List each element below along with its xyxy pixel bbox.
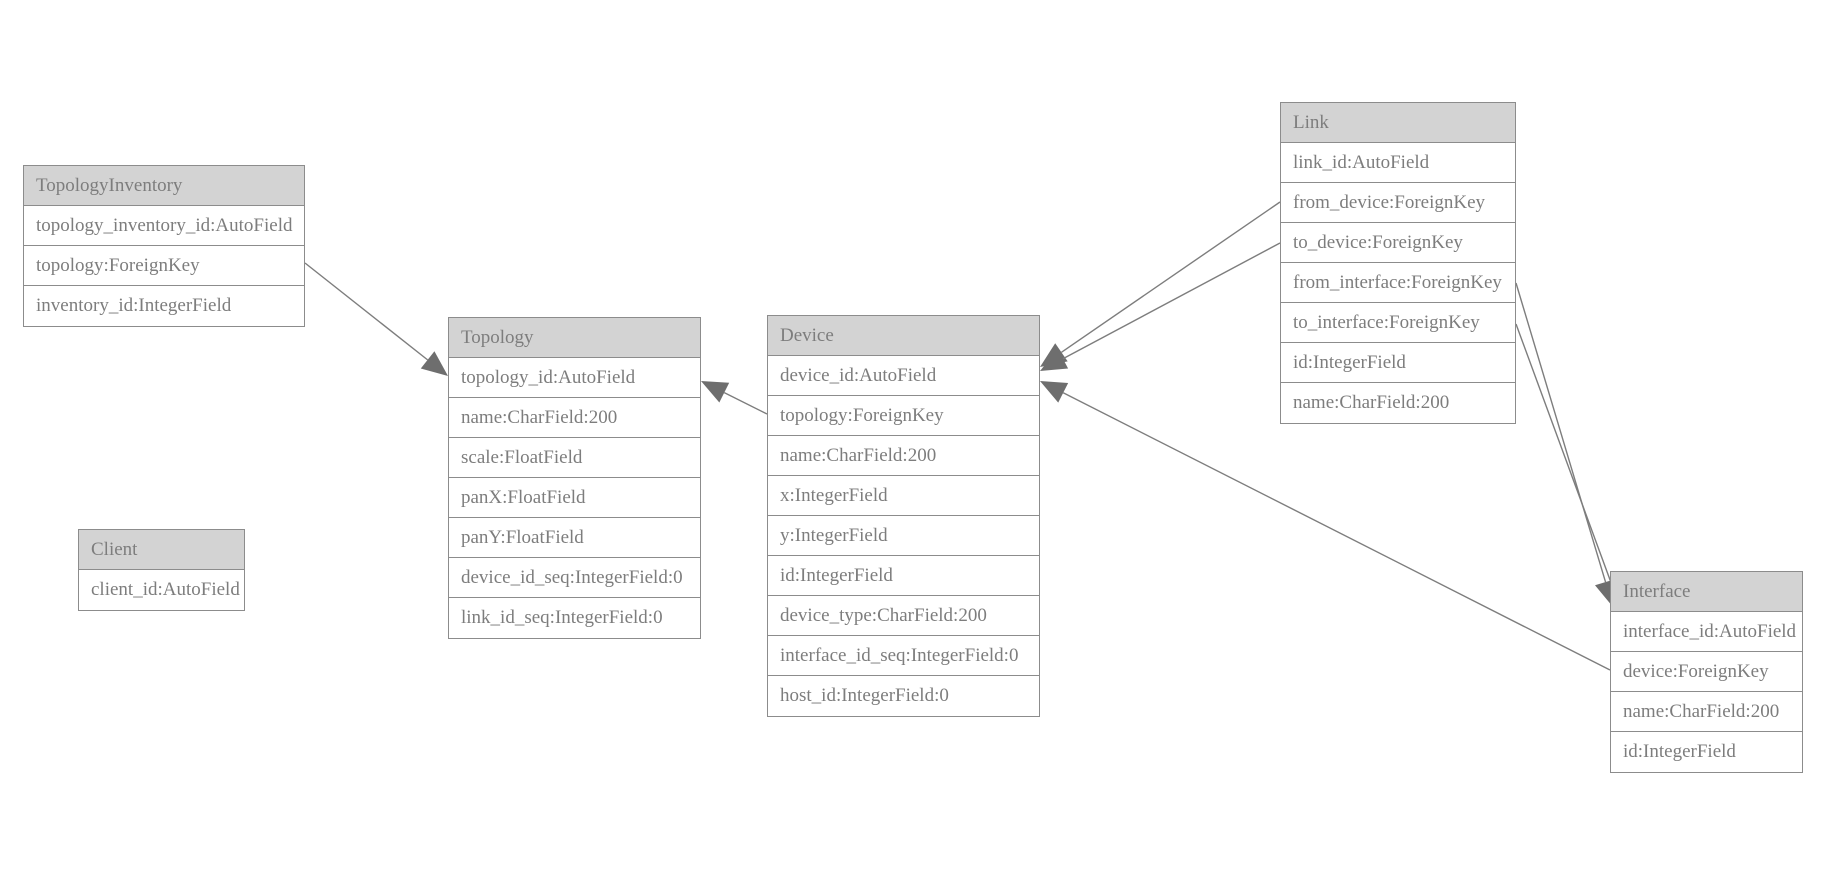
entity-title-topology_inventory: TopologyInventory (24, 166, 304, 206)
relationship-arrowhead (420, 351, 448, 376)
relationship-line (1515, 282, 1607, 583)
entity-field-row[interactable]: id:IntegerField (1611, 732, 1802, 772)
entity-field-row[interactable]: device_id_seq:IntegerField:0 (449, 558, 700, 598)
entity-field-row[interactable]: scale:FloatField (449, 438, 700, 478)
entity-field-row[interactable]: name:CharField:200 (1611, 692, 1802, 732)
relationship-rel-device-topology (701, 381, 768, 415)
entity-field-row[interactable]: from_device:ForeignKey (1281, 183, 1515, 223)
entity-field-row[interactable]: host_id:IntegerField:0 (768, 676, 1039, 716)
relationship-rel-link-to_device-device (1040, 242, 1281, 371)
entity-field-row[interactable]: id:IntegerField (768, 556, 1039, 596)
relationship-line (1062, 242, 1281, 360)
entity-field-row[interactable]: interface_id_seq:IntegerField:0 (768, 636, 1039, 676)
entity-field-row[interactable]: name:CharField:200 (768, 436, 1039, 476)
entity-field-row[interactable]: name:CharField:200 (1281, 383, 1515, 423)
relationship-line (1061, 201, 1281, 353)
relationship-arrowhead (1040, 349, 1069, 371)
entity-field-row[interactable]: topology_id:AutoField (449, 358, 700, 398)
entity-field-row[interactable]: topology_inventory_id:AutoField (24, 206, 304, 246)
relationship-line (1515, 323, 1612, 583)
entity-field-row[interactable]: id:IntegerField (1281, 343, 1515, 383)
entity-field-row[interactable]: y:IntegerField (768, 516, 1039, 556)
entity-field-row[interactable]: from_interface:ForeignKey (1281, 263, 1515, 303)
entity-field-row[interactable]: device_id:AutoField (768, 356, 1039, 396)
entity-field-row[interactable]: link_id:AutoField (1281, 143, 1515, 183)
entity-field-row[interactable]: name:CharField:200 (449, 398, 700, 438)
entity-field-row[interactable]: panY:FloatField (449, 518, 700, 558)
entity-title-client: Client (79, 530, 244, 570)
entity-field-row[interactable]: topology:ForeignKey (768, 396, 1039, 436)
entity-field-row[interactable]: topology:ForeignKey (24, 246, 304, 286)
relationship-arrowhead (1040, 381, 1069, 403)
relationship-line (1062, 392, 1611, 671)
entity-field-row[interactable]: device_type:CharField:200 (768, 596, 1039, 636)
entity-title-interface: Interface (1611, 572, 1802, 612)
relationship-rel-link-from_interface-interface (1515, 282, 1617, 607)
entity-field-row[interactable]: inventory_id:IntegerField (24, 286, 304, 326)
relationship-rel-link-to_interface-interface (1515, 323, 1622, 607)
entity-field-row[interactable]: x:IntegerField (768, 476, 1039, 516)
entity-title-link: Link (1281, 103, 1515, 143)
entity-title-device: Device (768, 316, 1039, 356)
relationship-arrowhead (701, 381, 730, 403)
entity-field-row[interactable]: device:ForeignKey (1611, 652, 1802, 692)
entity-field-row[interactable]: to_interface:ForeignKey (1281, 303, 1515, 343)
relationship-rel-link-from_device-device (1040, 201, 1281, 367)
entity-field-row[interactable]: client_id:AutoField (79, 570, 244, 610)
entity-field-row[interactable]: to_device:ForeignKey (1281, 223, 1515, 263)
entity-title-topology: Topology (449, 318, 700, 358)
relationship-arrowhead (1040, 343, 1068, 367)
entity-field-row[interactable]: interface_id:AutoField (1611, 612, 1802, 652)
relationship-line (304, 262, 429, 361)
entity-field-row[interactable]: panX:FloatField (449, 478, 700, 518)
relationship-line (723, 392, 768, 415)
relationship-rel-topologyinventory-topology (304, 262, 448, 376)
relationship-rel-interface-device (1040, 381, 1611, 671)
entity-field-row[interactable]: link_id_seq:IntegerField:0 (449, 598, 700, 638)
